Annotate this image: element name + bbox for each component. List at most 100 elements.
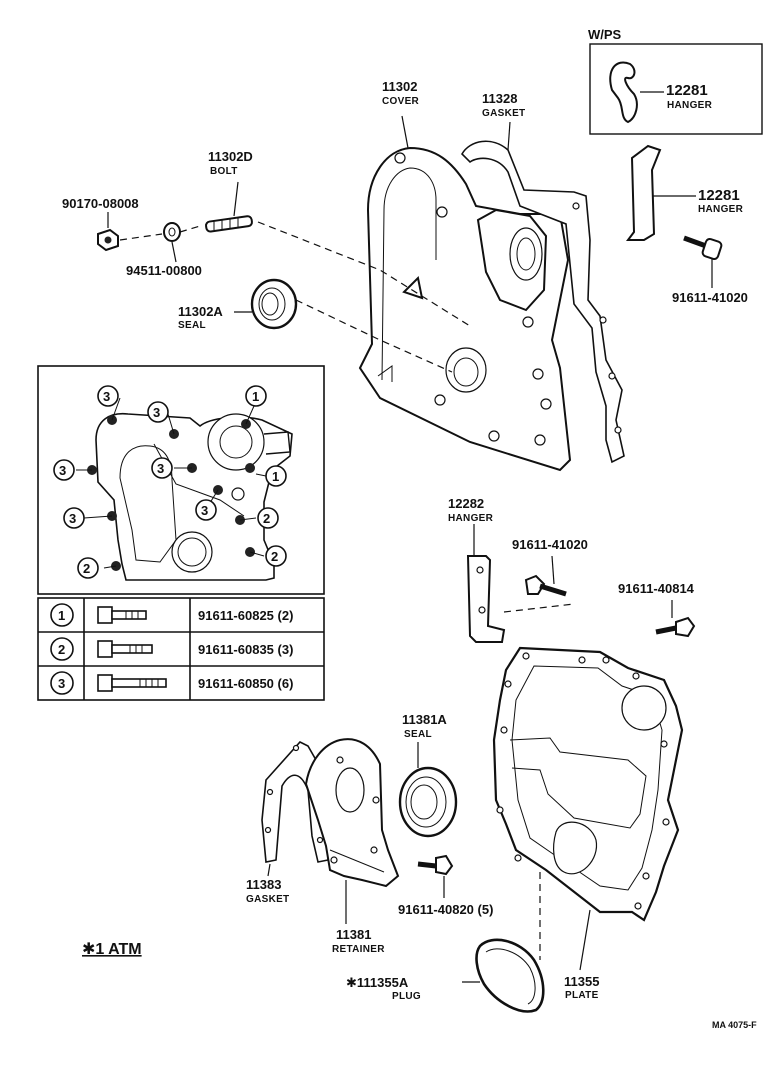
retainer-11381: 11381 RETAINER bbox=[304, 738, 400, 955]
bolt-icon-long bbox=[97, 674, 167, 692]
inset-marker-2c: 2 bbox=[265, 545, 287, 567]
cover-name: COVER bbox=[382, 96, 420, 107]
legend-part-3: 91611-60850 (6) bbox=[198, 676, 293, 691]
legend-part-2: 91611-60835 (3) bbox=[198, 642, 293, 657]
cover-seal-bore bbox=[445, 347, 487, 393]
timing-cover-11302: 11302 COVER bbox=[358, 79, 572, 472]
svg-text:3: 3 bbox=[153, 405, 160, 420]
seal-11302a-name: SEAL bbox=[178, 320, 206, 331]
bolt-41020-low-part bbox=[524, 574, 546, 595]
wps-label: W/PS bbox=[588, 27, 622, 42]
hanger-hook-part bbox=[609, 61, 638, 124]
legend-marker-3-label: 3 bbox=[58, 676, 65, 691]
hanger-12282-part bbox=[466, 555, 506, 643]
svg-text:3: 3 bbox=[201, 503, 208, 518]
gasket-11383-number: 11383 bbox=[246, 877, 281, 892]
plate-upper-opening bbox=[621, 685, 667, 731]
legend-row-1: 1 91611-60825 (2) bbox=[50, 603, 293, 627]
plate-crank-opening bbox=[553, 821, 598, 875]
diagram-code: MA 4075-F bbox=[712, 1020, 757, 1030]
bolt-legend-table: 1 91611-60825 (2) 2 91611-60835 (3) 3 bbox=[37, 597, 325, 701]
legend-marker-2 bbox=[50, 637, 74, 661]
gasket-11328: 11328 GASKET bbox=[461, 91, 625, 464]
bolt-41020-low-number: 91611-41020 bbox=[512, 537, 588, 552]
seal-11381a-name: SEAL bbox=[404, 729, 432, 740]
bolt-40814-number: 91611-40814 bbox=[618, 581, 695, 596]
bolt-40820: 91611-40820 (5) bbox=[398, 854, 493, 917]
seal-11302a-number: 11302A bbox=[178, 304, 223, 319]
bracket-hanger-part bbox=[626, 144, 662, 241]
bolt-41020-low: 91611-41020 bbox=[503, 537, 588, 613]
bolt-11302d-name: BOLT bbox=[210, 166, 238, 177]
hanger-top-number: 12281 bbox=[666, 82, 708, 99]
bolt-40820-number: 91611-40820 (5) bbox=[398, 902, 493, 917]
legend-marker-1-label: 1 bbox=[58, 608, 65, 623]
plug-name: PLUG bbox=[392, 991, 421, 1002]
legend-row-2: 2 91611-60835 (3) bbox=[50, 637, 293, 661]
bolt-icon-medium bbox=[97, 640, 153, 658]
hanger-mid-name: HANGER bbox=[698, 204, 744, 215]
svg-text:3: 3 bbox=[157, 461, 164, 476]
seal-11302a: 11302A SEAL bbox=[178, 278, 298, 331]
legend-marker-3 bbox=[50, 671, 74, 695]
washer-number: 94511-00800 bbox=[126, 263, 202, 278]
svg-text:1: 1 bbox=[252, 389, 259, 404]
inset-marker-3b: 3 bbox=[147, 401, 169, 423]
assembly-guide-lines bbox=[119, 221, 471, 373]
gasket-outline bbox=[461, 140, 625, 464]
hanger-mid-number: 12281 bbox=[698, 187, 740, 204]
bolt-11302d-number: 11302D bbox=[208, 149, 253, 164]
plug-part bbox=[475, 938, 545, 1013]
washer-94511: 94511-00800 bbox=[126, 222, 202, 278]
plate-11355: 11355 PLATE bbox=[492, 646, 684, 1001]
inset-frame bbox=[37, 365, 325, 595]
footnote-atm: ✱1 ATM bbox=[82, 941, 142, 958]
legend-marker-1 bbox=[50, 603, 74, 627]
seal-11381a-number: 11381A bbox=[402, 712, 447, 727]
stud-bolt-11302d: 11302D BOLT bbox=[205, 149, 253, 233]
washer-part bbox=[163, 222, 181, 242]
inset-marker-3e: 3 bbox=[195, 499, 217, 521]
inset-marker-2a: 2 bbox=[257, 507, 279, 529]
hanger-12282: 12282 HANGER bbox=[448, 496, 506, 643]
svg-text:1: 1 bbox=[272, 469, 279, 484]
nut-number: 90170-08008 bbox=[62, 196, 139, 211]
legend-marker-2-label: 2 bbox=[58, 642, 65, 657]
bolt-40814: 91611-40814 bbox=[618, 581, 696, 638]
inset-marker-2b: 2 bbox=[77, 557, 99, 579]
gasket-11383-name: GASKET bbox=[246, 894, 289, 905]
gasket-top-name: GASKET bbox=[482, 108, 525, 119]
plate-name: PLATE bbox=[565, 990, 599, 1001]
svg-text:2: 2 bbox=[83, 561, 90, 576]
inset-marker-3a: 3 bbox=[97, 385, 119, 407]
wps-box-frame bbox=[589, 43, 763, 135]
retainer-part bbox=[304, 738, 400, 888]
hanger-top-name: HANGER bbox=[667, 100, 713, 111]
bolt-40820-part bbox=[435, 854, 454, 876]
hanger-12282-name: HANGER bbox=[448, 513, 494, 524]
wps-hanger-box: W/PS 12281 HANGER bbox=[588, 27, 763, 135]
inset-marker-3c: 3 bbox=[53, 459, 75, 481]
retainer-name: RETAINER bbox=[332, 944, 385, 955]
seal-11381a: 11381A SEAL bbox=[398, 712, 458, 838]
svg-text:3: 3 bbox=[103, 389, 110, 404]
stud-bolt-part bbox=[205, 215, 253, 233]
legend-row-3: 3 91611-60850 (6) bbox=[50, 671, 293, 695]
svg-text:3: 3 bbox=[59, 463, 66, 478]
bracket-hanger-12281: 12281 HANGER 91611-41020 bbox=[626, 144, 748, 305]
bolt-location-inset: 3 3 1 3 3 1 3 3 2 2 2 bbox=[37, 365, 325, 595]
cover-number: 11302 bbox=[382, 79, 417, 94]
plug-111355a: ✱111355A PLUG bbox=[346, 872, 545, 1013]
inset-marker-1a: 1 bbox=[245, 385, 267, 407]
gasket-top-number: 11328 bbox=[482, 91, 517, 106]
inset-marker-3f: 3 bbox=[63, 507, 85, 529]
retainer-number: 11381 bbox=[336, 927, 371, 942]
bolt-icon-short bbox=[97, 606, 147, 624]
svg-text:2: 2 bbox=[271, 549, 278, 564]
plug-number: ✱111355A bbox=[346, 975, 409, 990]
bolt-40814-part bbox=[675, 616, 696, 638]
inset-marker-3d: 3 bbox=[151, 457, 173, 479]
nut-90170: 90170-08008 bbox=[62, 196, 139, 252]
svg-text:2: 2 bbox=[263, 511, 270, 526]
